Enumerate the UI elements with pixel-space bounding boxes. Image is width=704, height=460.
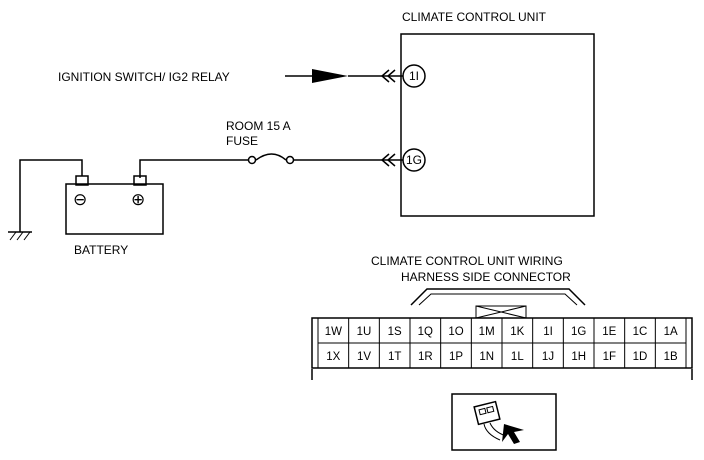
connector-pin-1U: 1U: [357, 326, 372, 338]
connector-pin-1Q: 1Q: [418, 326, 433, 338]
connector-pin-1M: 1M: [479, 326, 495, 338]
fuse-label-line1: ROOM 15 A: [226, 119, 291, 133]
connector-pin-1O: 1O: [448, 326, 463, 338]
connector-pin-1E: 1E: [602, 326, 616, 338]
connector-pin-1N: 1N: [479, 351, 494, 363]
fuse-terminal-chevrons: [380, 153, 403, 167]
connector-pin-1L: 1L: [511, 351, 524, 363]
fuse-label-line2: FUSE: [226, 134, 258, 148]
ignition-switch-label: IGNITION SWITCH/ IG2 RELAY: [58, 70, 230, 84]
connector-pin-1T: 1T: [388, 351, 401, 363]
battery-positive-wire: [139, 159, 248, 178]
battery-positive-symbol: ⊕: [131, 190, 145, 209]
connector-pin-1V: 1V: [357, 351, 371, 363]
connector-pin-1J: 1J: [542, 351, 554, 363]
ground-wire: [19, 159, 83, 232]
connector-pin-1R: 1R: [418, 351, 433, 363]
connector-cell-grid: 1W 1U 1S 1Q 1O 1M 1K 1I 1G 1E 1C 1A 1X 1V 1T 1R 1P 1N 1L 1J…: [325, 318, 678, 368]
climate-control-unit-box: [400, 33, 595, 217]
pin-1I-label: 1I: [409, 69, 419, 83]
connector-pin-1D: 1D: [633, 351, 648, 363]
connector-pin-1G: 1G: [571, 326, 586, 338]
ignition-arrow-icon: [312, 69, 348, 83]
battery-negative-symbol: ⊖: [73, 190, 87, 209]
connector-pin-1I: 1I: [543, 326, 553, 338]
connector-pin-1K: 1K: [510, 326, 524, 338]
fuse-icon: [247, 153, 295, 165]
connector-pin-1W: 1W: [325, 326, 342, 338]
connector-title-line2: HARNESS SIDE CONNECTOR: [401, 270, 571, 284]
connector-pin-1P: 1P: [449, 351, 463, 363]
connector-pin-1X: 1X: [326, 351, 340, 363]
connector-pin-1A: 1A: [664, 326, 678, 338]
pin-1I-circle: [402, 64, 426, 88]
connector-title-line1: CLIMATE CONTROL UNIT WIRING: [371, 254, 563, 268]
ground-icon: [8, 231, 32, 241]
battery-label: BATTERY: [74, 243, 128, 257]
connector-plug-icon: [451, 393, 557, 451]
connector-pin-1B: 1B: [664, 351, 678, 363]
connector-pin-1C: 1C: [633, 326, 648, 338]
connector-pin-1H: 1H: [571, 351, 586, 363]
pin-1G-label: 1G: [406, 153, 422, 167]
ignition-terminal-chevrons: [380, 69, 403, 83]
connector-pin-1F: 1F: [603, 351, 616, 363]
unit-title: CLIMATE CONTROL UNIT: [402, 10, 547, 24]
pin-1G-circle: [402, 148, 426, 172]
connector-pin-1S: 1S: [388, 326, 402, 338]
